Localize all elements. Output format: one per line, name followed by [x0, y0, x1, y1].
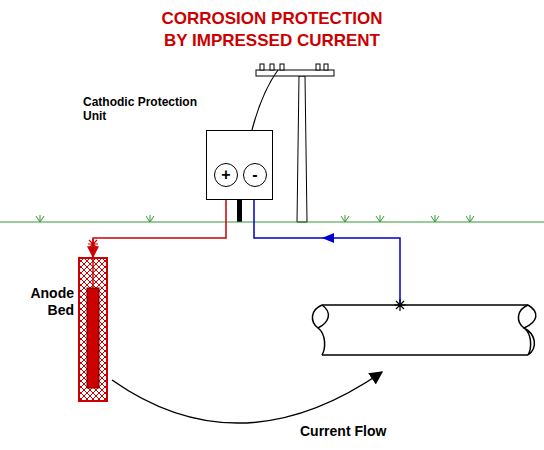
pipe-left-end — [312, 305, 328, 355]
cross-arm — [256, 70, 334, 76]
grass-tuft — [376, 215, 384, 222]
diagram-title: CORROSION PROTECTION BY IMPRESSED CURREN… — [152, 8, 392, 52]
grass-tuft — [341, 215, 349, 222]
anode-rod — [87, 288, 99, 388]
negative-wire-arrow — [322, 233, 334, 243]
grass-tuft — [466, 215, 474, 222]
insulator — [316, 64, 320, 70]
supply-wire — [252, 70, 278, 130]
utility-pole — [297, 76, 307, 222]
current-flow-arrow — [112, 372, 382, 423]
grass-tuft — [36, 215, 44, 222]
anode-label: Anode Bed — [14, 285, 74, 319]
grass-tuft — [431, 215, 439, 222]
pipe-body — [322, 305, 528, 355]
insulator — [260, 64, 264, 70]
negative-wire — [254, 186, 400, 305]
pipe-connection — [394, 299, 406, 311]
insulators — [260, 64, 328, 70]
current-flow-label: Current Flow — [300, 423, 386, 439]
grass-tuft — [146, 215, 154, 222]
unit-label: Cathodic Protection Unit — [83, 95, 201, 124]
insulator — [280, 64, 284, 70]
cathodic-protection-unit: Cathodic Protection Unit+- — [206, 130, 273, 200]
terminal-sign: + — [221, 165, 230, 184]
anode-bed: Anode Bed — [78, 257, 108, 402]
insulator — [324, 64, 328, 70]
negative-terminal: - — [243, 163, 267, 187]
positive-terminal: + — [214, 163, 238, 187]
pipe-right-end — [518, 305, 535, 355]
grass-tufts — [36, 215, 474, 222]
terminal-sign: - — [252, 165, 257, 184]
ground-line — [0, 222, 544, 223]
insulator — [270, 64, 274, 70]
unit-post — [237, 200, 242, 222]
